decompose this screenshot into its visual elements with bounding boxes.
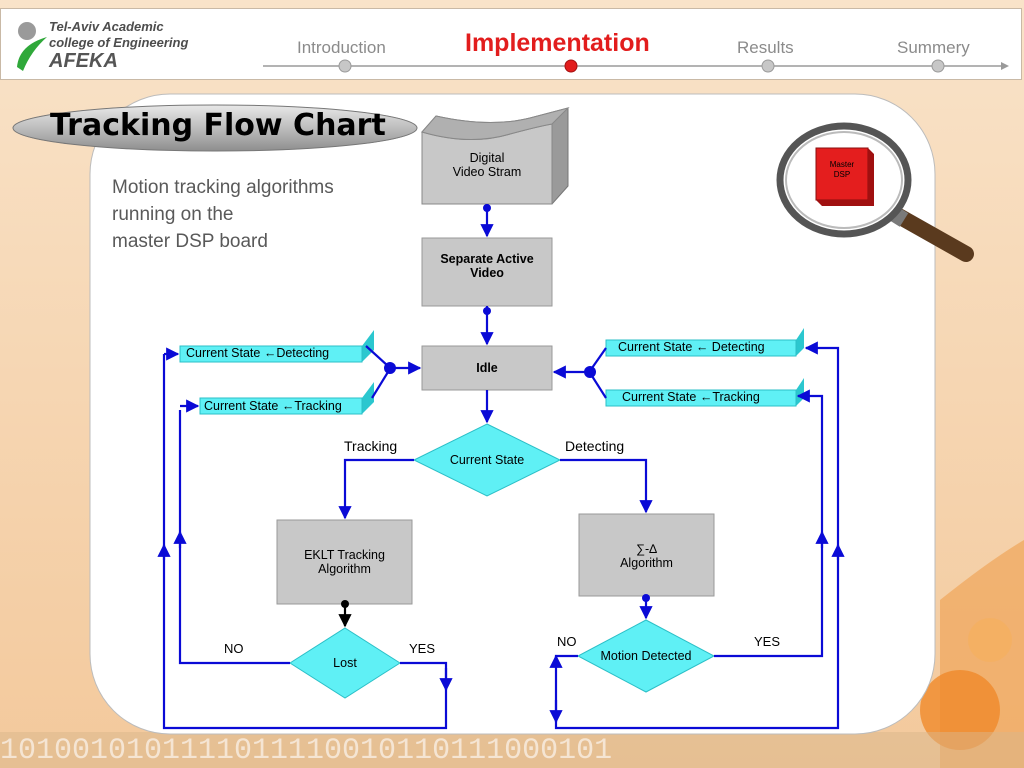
state-tracking-right-label: Current State ←Tracking [622,390,760,404]
intro-text: Motion tracking algorithms running on th… [112,174,402,255]
state-tracking-left-label: Current State ←Tracking [204,399,342,413]
state-detecting-left-label: Current State ←Detecting [186,346,330,360]
sigma-delta-box [578,513,715,597]
nav-implementation[interactable]: Implementation [465,29,650,57]
nav-timeline [263,59,1009,73]
lost-no-label: NO [224,641,244,656]
magnifier-icon [776,122,974,262]
logo-line-1: Tel-Aviv Academic [49,19,164,34]
state-tracking-left-shape [199,382,374,415]
logo-line-2: college of Engineering [49,35,189,50]
video-stream-shape [421,107,570,205]
intro-line-2: running on the [112,204,234,225]
separate-video-box [421,237,553,307]
nav-introduction[interactable]: Introduction [297,38,386,57]
lost-yes-label: YES [409,641,436,656]
intro-line-3: master DSP board [112,231,268,252]
slide-title: Tracking Flow Chart [50,108,386,143]
nav-results[interactable]: Results [737,38,794,57]
idle-box [421,345,553,391]
afeka-logo-icon [17,22,47,71]
nav-summery[interactable]: Summery [897,38,970,57]
header-bar: Tel-Aviv Academic college of Engineering… [0,8,1022,80]
motion-detected-label: Motion Detected [600,649,692,663]
detecting-branch-label: Detecting [565,438,625,454]
title-pill [12,104,418,152]
motion-detected-diamond [576,619,716,693]
state-detecting-left-shape [179,330,374,363]
state-detecting-right-label: Current State ← Detecting [618,340,765,354]
logo-brand: AFEKA [49,50,118,72]
motion-yes-label: YES [754,634,781,649]
svg-text:101001010111101111001011011100: 1010010101111011110010110111000101 [0,734,612,768]
lost-label: Lost [333,656,357,670]
lost-diamond [289,627,401,699]
idle-label: Idle [476,361,498,375]
motion-no-label: NO [557,634,577,649]
current-state-diamond [412,423,562,497]
intro-line-1: Motion tracking algorithms [112,177,334,198]
tracking-branch-label: Tracking [344,438,398,454]
current-state-label: Current State [449,453,525,467]
sigma-delta-label: ∑-∆Algorithm [620,542,673,570]
